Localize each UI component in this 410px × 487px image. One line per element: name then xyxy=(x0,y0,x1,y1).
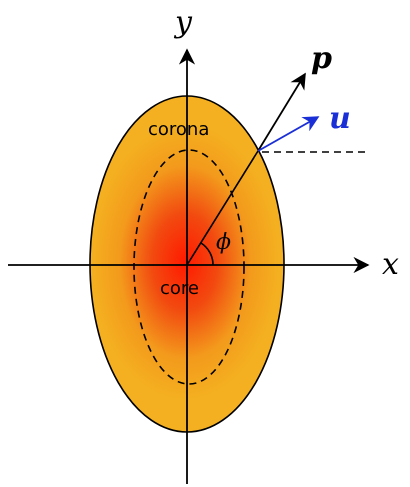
u-vector-arrow xyxy=(257,116,320,152)
corona-label: corona xyxy=(148,119,209,140)
core-label: core xyxy=(160,278,199,299)
p-vector-arrow xyxy=(257,72,306,152)
core-ellipse xyxy=(133,149,245,385)
radius-line xyxy=(186,150,259,266)
p-vector-label: p xyxy=(311,41,332,76)
angle-phi-label: ϕ xyxy=(216,230,231,255)
angle-arc xyxy=(200,242,214,266)
y-axis-label: y xyxy=(173,5,193,40)
x-axis-label: x xyxy=(382,247,399,282)
u-vector-label: u xyxy=(329,101,351,136)
